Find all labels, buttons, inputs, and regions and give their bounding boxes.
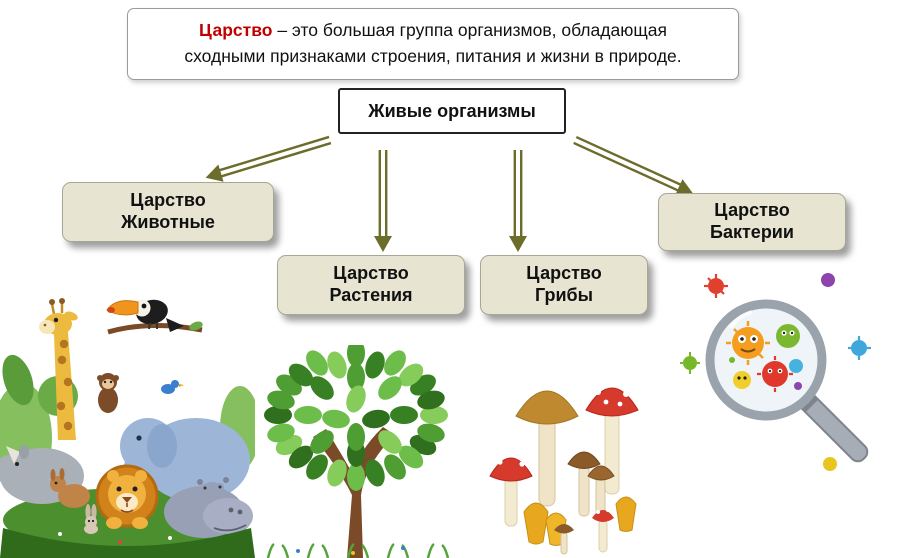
toucan bbox=[106, 299, 203, 335]
mushrooms-illustration bbox=[488, 352, 663, 558]
mushroom-amanita-right bbox=[585, 377, 639, 495]
monkey bbox=[97, 373, 119, 413]
kingdom-animals-line2: Животные bbox=[121, 212, 215, 232]
tree-grass bbox=[266, 542, 450, 558]
kingdom-plants-line2: Растения bbox=[329, 285, 413, 305]
kingdom-plants-line1: Царство bbox=[333, 263, 409, 284]
kingdom-bacteria-line1: Царство bbox=[714, 200, 790, 221]
kingdom-bacteria-line2: Бактерии bbox=[710, 222, 794, 242]
kingdom-fungi-line1: Царство bbox=[526, 263, 602, 284]
rhino bbox=[0, 445, 84, 504]
definition-text-line1: – это большая группа организмов, обладаю… bbox=[277, 20, 667, 40]
arrow-to-animals bbox=[205, 135, 332, 182]
hippo bbox=[164, 477, 253, 538]
definition-box: Царство – это большая группа организмов,… bbox=[127, 8, 739, 80]
arrow-to-bacteria bbox=[573, 135, 694, 196]
elephant bbox=[120, 418, 250, 502]
kingdom-fungi-line2: Грибы bbox=[534, 285, 594, 305]
magnifier-lens bbox=[705, 299, 827, 421]
tree-illustration bbox=[253, 345, 463, 558]
rabbit bbox=[84, 504, 98, 534]
germ-yellow-outside bbox=[823, 457, 837, 471]
deer bbox=[50, 468, 90, 508]
root-box-living-organisms: Живые организмы bbox=[338, 88, 566, 134]
kingdom-animals-line1: Царство bbox=[130, 190, 206, 211]
mushroom-amanita-left bbox=[489, 447, 533, 527]
arrow-to-plants bbox=[374, 150, 392, 252]
mushroom-small-front bbox=[554, 508, 614, 555]
root-box-label: Живые организмы bbox=[368, 100, 536, 121]
kingdom-box-fungi: Царство Грибы bbox=[480, 255, 648, 315]
germs-in-lens bbox=[726, 321, 803, 392]
grass-rim bbox=[0, 528, 255, 558]
kingdom-box-bacteria: Царство Бактерии bbox=[658, 193, 846, 251]
lion bbox=[95, 464, 159, 529]
mushrooms-brown-mid bbox=[567, 451, 615, 521]
definition-text-line2: сходными признаками строения, питания и … bbox=[184, 46, 682, 67]
germ-blue-outside bbox=[848, 336, 871, 360]
germ-green-outside bbox=[680, 352, 700, 374]
tree-trunk bbox=[313, 427, 395, 558]
arrow-to-fungi bbox=[509, 150, 527, 252]
germ-purple-outside bbox=[821, 273, 835, 287]
giraffe bbox=[39, 298, 78, 440]
mushroom-brown-tall bbox=[515, 390, 579, 507]
lens-highlight bbox=[728, 310, 753, 330]
tree-crown bbox=[264, 345, 448, 491]
kingdom-box-animals: Царство Животные bbox=[62, 182, 274, 242]
definition-term: Царство bbox=[199, 20, 273, 40]
kingdom-box-plants: Царство Растения bbox=[277, 255, 465, 315]
blue-bird bbox=[161, 380, 184, 394]
germ-red-outside bbox=[704, 274, 728, 298]
bacteria-illustration bbox=[678, 268, 878, 493]
animals-illustration bbox=[0, 268, 255, 558]
